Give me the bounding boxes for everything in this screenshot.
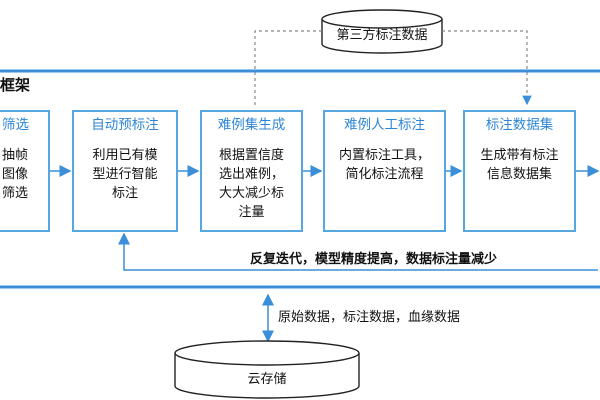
feedback-note: 反复迭代，模型精度提高，数据标注量减少 <box>250 252 498 267</box>
step-box-labeled-dataset: 标注数据集 生成带有标注 信息数据集 <box>463 110 576 232</box>
step-desc-line: 信息数据集 <box>486 167 552 182</box>
step-desc-line: 内置标注工具， <box>338 148 430 163</box>
step-desc-line: 生成带有标注 <box>480 148 559 163</box>
step-desc-line: 注量 <box>238 205 265 220</box>
step-box-filter: 筛选 抽帧 图像 筛选 <box>0 110 50 232</box>
step-title: 自动预标注 <box>91 117 159 133</box>
step-desc-line: 抽帧 <box>2 148 29 163</box>
step-desc-line: 简化标注流程 <box>345 167 424 182</box>
step-box-auto-prelabel: 自动预标注 利用已有模 型进行智能 标注 <box>72 110 178 232</box>
step-title: 难例人工标注 <box>344 117 425 133</box>
step-title: 筛选 <box>2 117 29 133</box>
step-desc: 根据置信度 选出难例， 大大减少标 注量 <box>208 146 295 222</box>
step-title: 标注数据集 <box>485 117 554 133</box>
step-title: 难例集生成 <box>217 117 286 133</box>
step-desc-line: 根据置信度 <box>218 148 284 163</box>
frame-title: 框架 <box>0 76 31 94</box>
step-desc-line: 选出难例， <box>218 167 284 182</box>
external-data-dashed-arrow <box>442 30 532 106</box>
feedback-loop-line <box>118 232 598 271</box>
storage-note: 原始数据，标注数据，血缘数据 <box>278 310 461 325</box>
step-desc-line: 图像 <box>2 167 29 182</box>
step-desc: 生成带有标注 信息数据集 <box>471 146 568 184</box>
step-desc-line: 筛选 <box>2 186 29 201</box>
step-desc-line: 大大减少标 <box>218 186 284 201</box>
cloud-store-cylinder <box>174 340 360 399</box>
step-desc-line: 型进行智能 <box>92 167 158 182</box>
external-store-label: 第三方标注数据 <box>336 28 428 43</box>
step-box-hard-example-gen: 难例集生成 根据置信度 选出难例， 大大减少标 注量 <box>200 110 303 232</box>
step-box-hard-example-manual: 难例人工标注 内置标注工具， 简化标注流程 <box>323 110 446 232</box>
step-desc: 内置标注工具， 简化标注流程 <box>331 146 438 184</box>
step-desc: 抽帧 图像 筛选 <box>2 146 28 203</box>
cloud-store-label: 云存储 <box>247 372 287 387</box>
external-data-dashed-link <box>254 30 322 108</box>
step-desc: 利用已有模 型进行智能 标注 <box>80 146 170 203</box>
step-desc-line: 利用已有模 <box>92 148 158 163</box>
external-store-cylinder <box>321 9 443 54</box>
step-desc-line: 标注 <box>111 186 138 201</box>
